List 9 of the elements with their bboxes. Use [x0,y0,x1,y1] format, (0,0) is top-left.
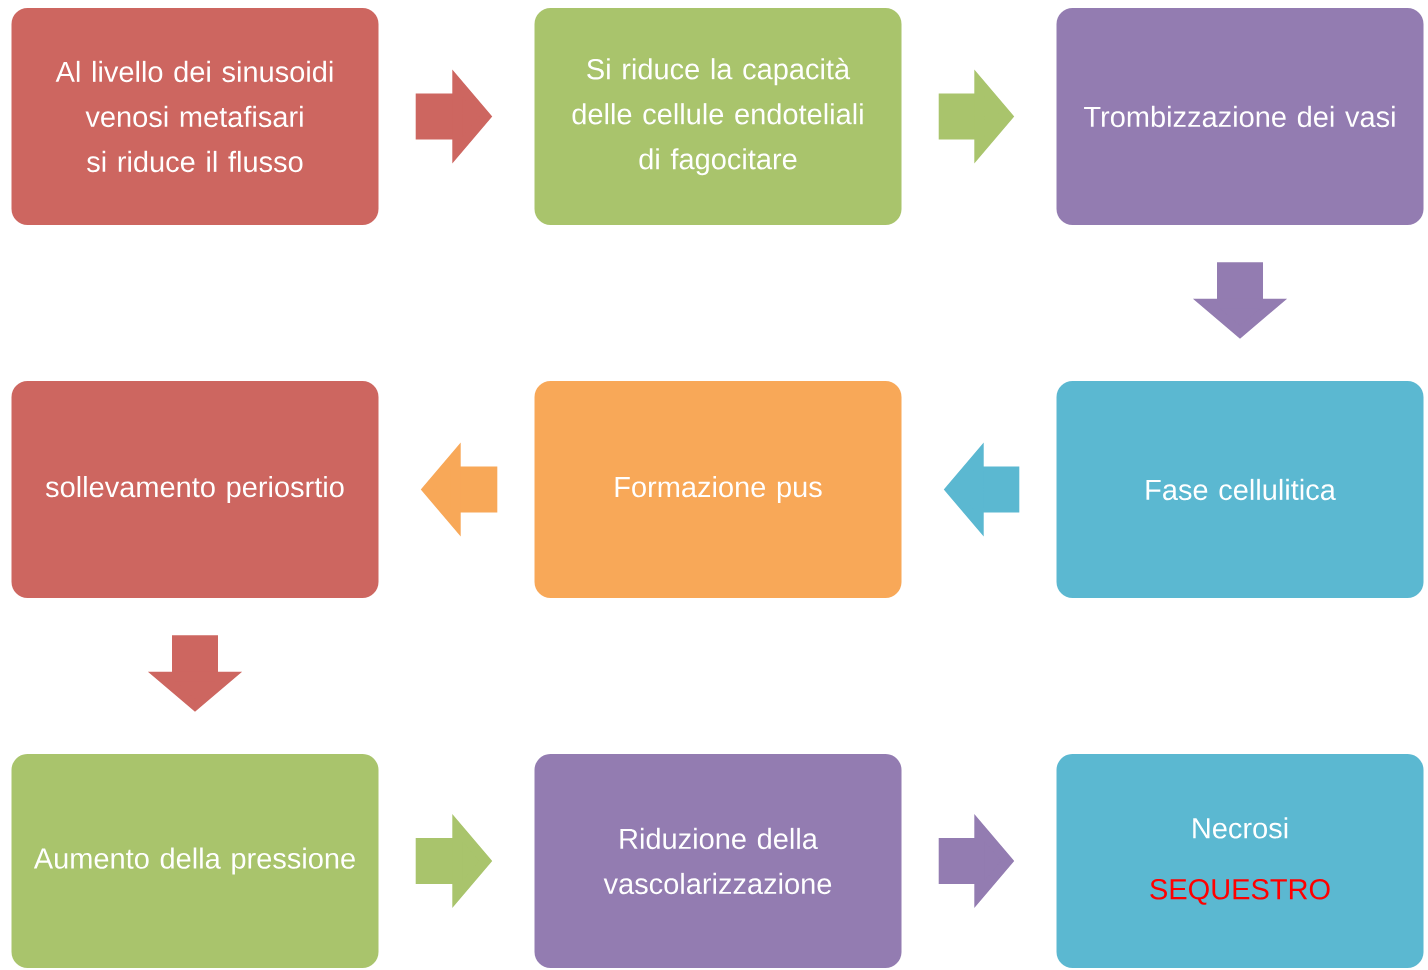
process-box: Fase cellulitica [1056,381,1424,598]
process-box: Riduzione della vascolarizzazione [534,754,902,968]
process-box: sollevamento periosrtio [11,381,379,598]
process-box: Aumento della pressione [11,754,379,968]
process-box: Formazione pus [534,381,902,598]
process-box: Si riduce la capacità delle cellule endoteliali di fagocitare [534,8,902,225]
process-box: Al livello dei sinusoidi venosi metafisari si riduce il flusso [11,8,379,225]
process-box: Trombizzazione dei vasi [1056,8,1424,225]
process-box: Necrosi SEQUESTRO [1056,754,1424,968]
